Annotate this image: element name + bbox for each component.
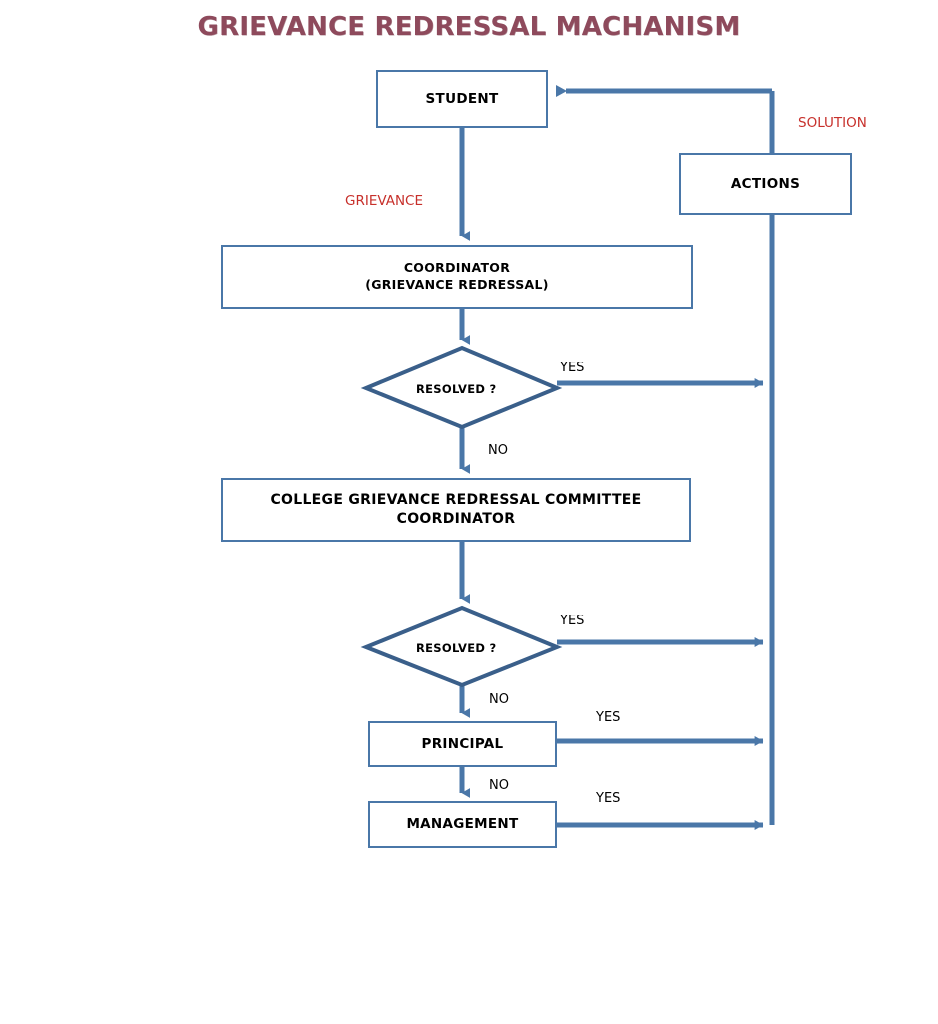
edge-label-no-1: NO bbox=[488, 443, 508, 458]
node-student-label: STUDENT bbox=[425, 90, 499, 107]
edge-label-yes-3: YES bbox=[596, 710, 621, 725]
edge-label-yes-2: YES bbox=[560, 615, 585, 627]
decision1-label: RESOLVED ? bbox=[416, 382, 497, 396]
node-committee[interactable]: COLLEGE GRIEVANCE REDRESSAL COMMITTEE CO… bbox=[221, 478, 691, 542]
decision2-label: RESOLVED ? bbox=[416, 641, 497, 655]
decision1-diamond bbox=[360, 345, 563, 430]
edge-label-grievance: GRIEVANCE bbox=[345, 193, 424, 209]
node-actions-label: ACTIONS bbox=[730, 175, 801, 192]
node-student[interactable]: STUDENT bbox=[376, 70, 548, 128]
page-title: GRIEVANCE REDRESSAL MACHANISM bbox=[197, 12, 741, 42]
node-coordinator-line2: (GRIEVANCE REDRESSAL) bbox=[365, 277, 549, 292]
node-management-label: MANAGEMENT bbox=[406, 816, 519, 833]
edge-label-no-3: NO bbox=[489, 778, 509, 793]
edge-label-solution: SOLUTION bbox=[798, 115, 867, 131]
node-coordinator-line1: COORDINATOR bbox=[403, 260, 511, 276]
node-committee-line2: COORDINATOR bbox=[396, 511, 516, 527]
node-committee-line1: COLLEGE GRIEVANCE REDRESSAL COMMITTEE bbox=[270, 492, 642, 509]
node-management[interactable]: MANAGEMENT bbox=[368, 801, 557, 848]
node-coordinator[interactable]: COORDINATOR (GRIEVANCE REDRESSAL) bbox=[221, 245, 693, 309]
node-principal[interactable]: PRINCIPAL bbox=[368, 721, 557, 767]
node-actions[interactable]: ACTIONS bbox=[679, 153, 852, 215]
node-principal-label: PRINCIPAL bbox=[421, 735, 504, 752]
edge-label-yes-1: YES bbox=[560, 362, 585, 374]
edge-label-no-2: NO bbox=[489, 692, 509, 707]
decision2-diamond bbox=[360, 605, 563, 688]
edge-label-yes-4: YES bbox=[596, 791, 621, 806]
